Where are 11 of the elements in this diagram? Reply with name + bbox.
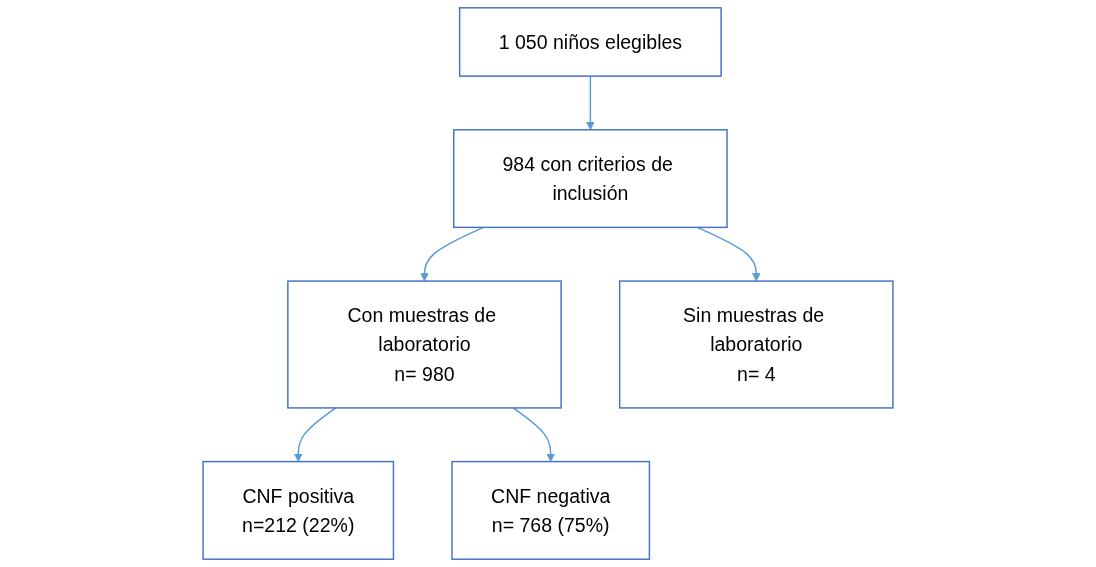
- node-box: Sin muestras de laboratorio n= 4: [618, 280, 894, 409]
- arrow: [420, 226, 485, 282]
- arrow: [586, 75, 595, 131]
- arrow: [512, 407, 555, 462]
- arrow: [696, 226, 761, 282]
- node-box: CNF negativa n= 768 (75%): [451, 460, 651, 560]
- node-box: CNF positiva n=212 (22%): [202, 460, 395, 560]
- node-box: 1 050 niños elegibles: [458, 7, 722, 77]
- arrow: [293, 407, 337, 462]
- node-box: Con muestras de laboratorio n= 980: [287, 280, 562, 409]
- node-box: 984 con criterios de inclusión: [453, 129, 728, 229]
